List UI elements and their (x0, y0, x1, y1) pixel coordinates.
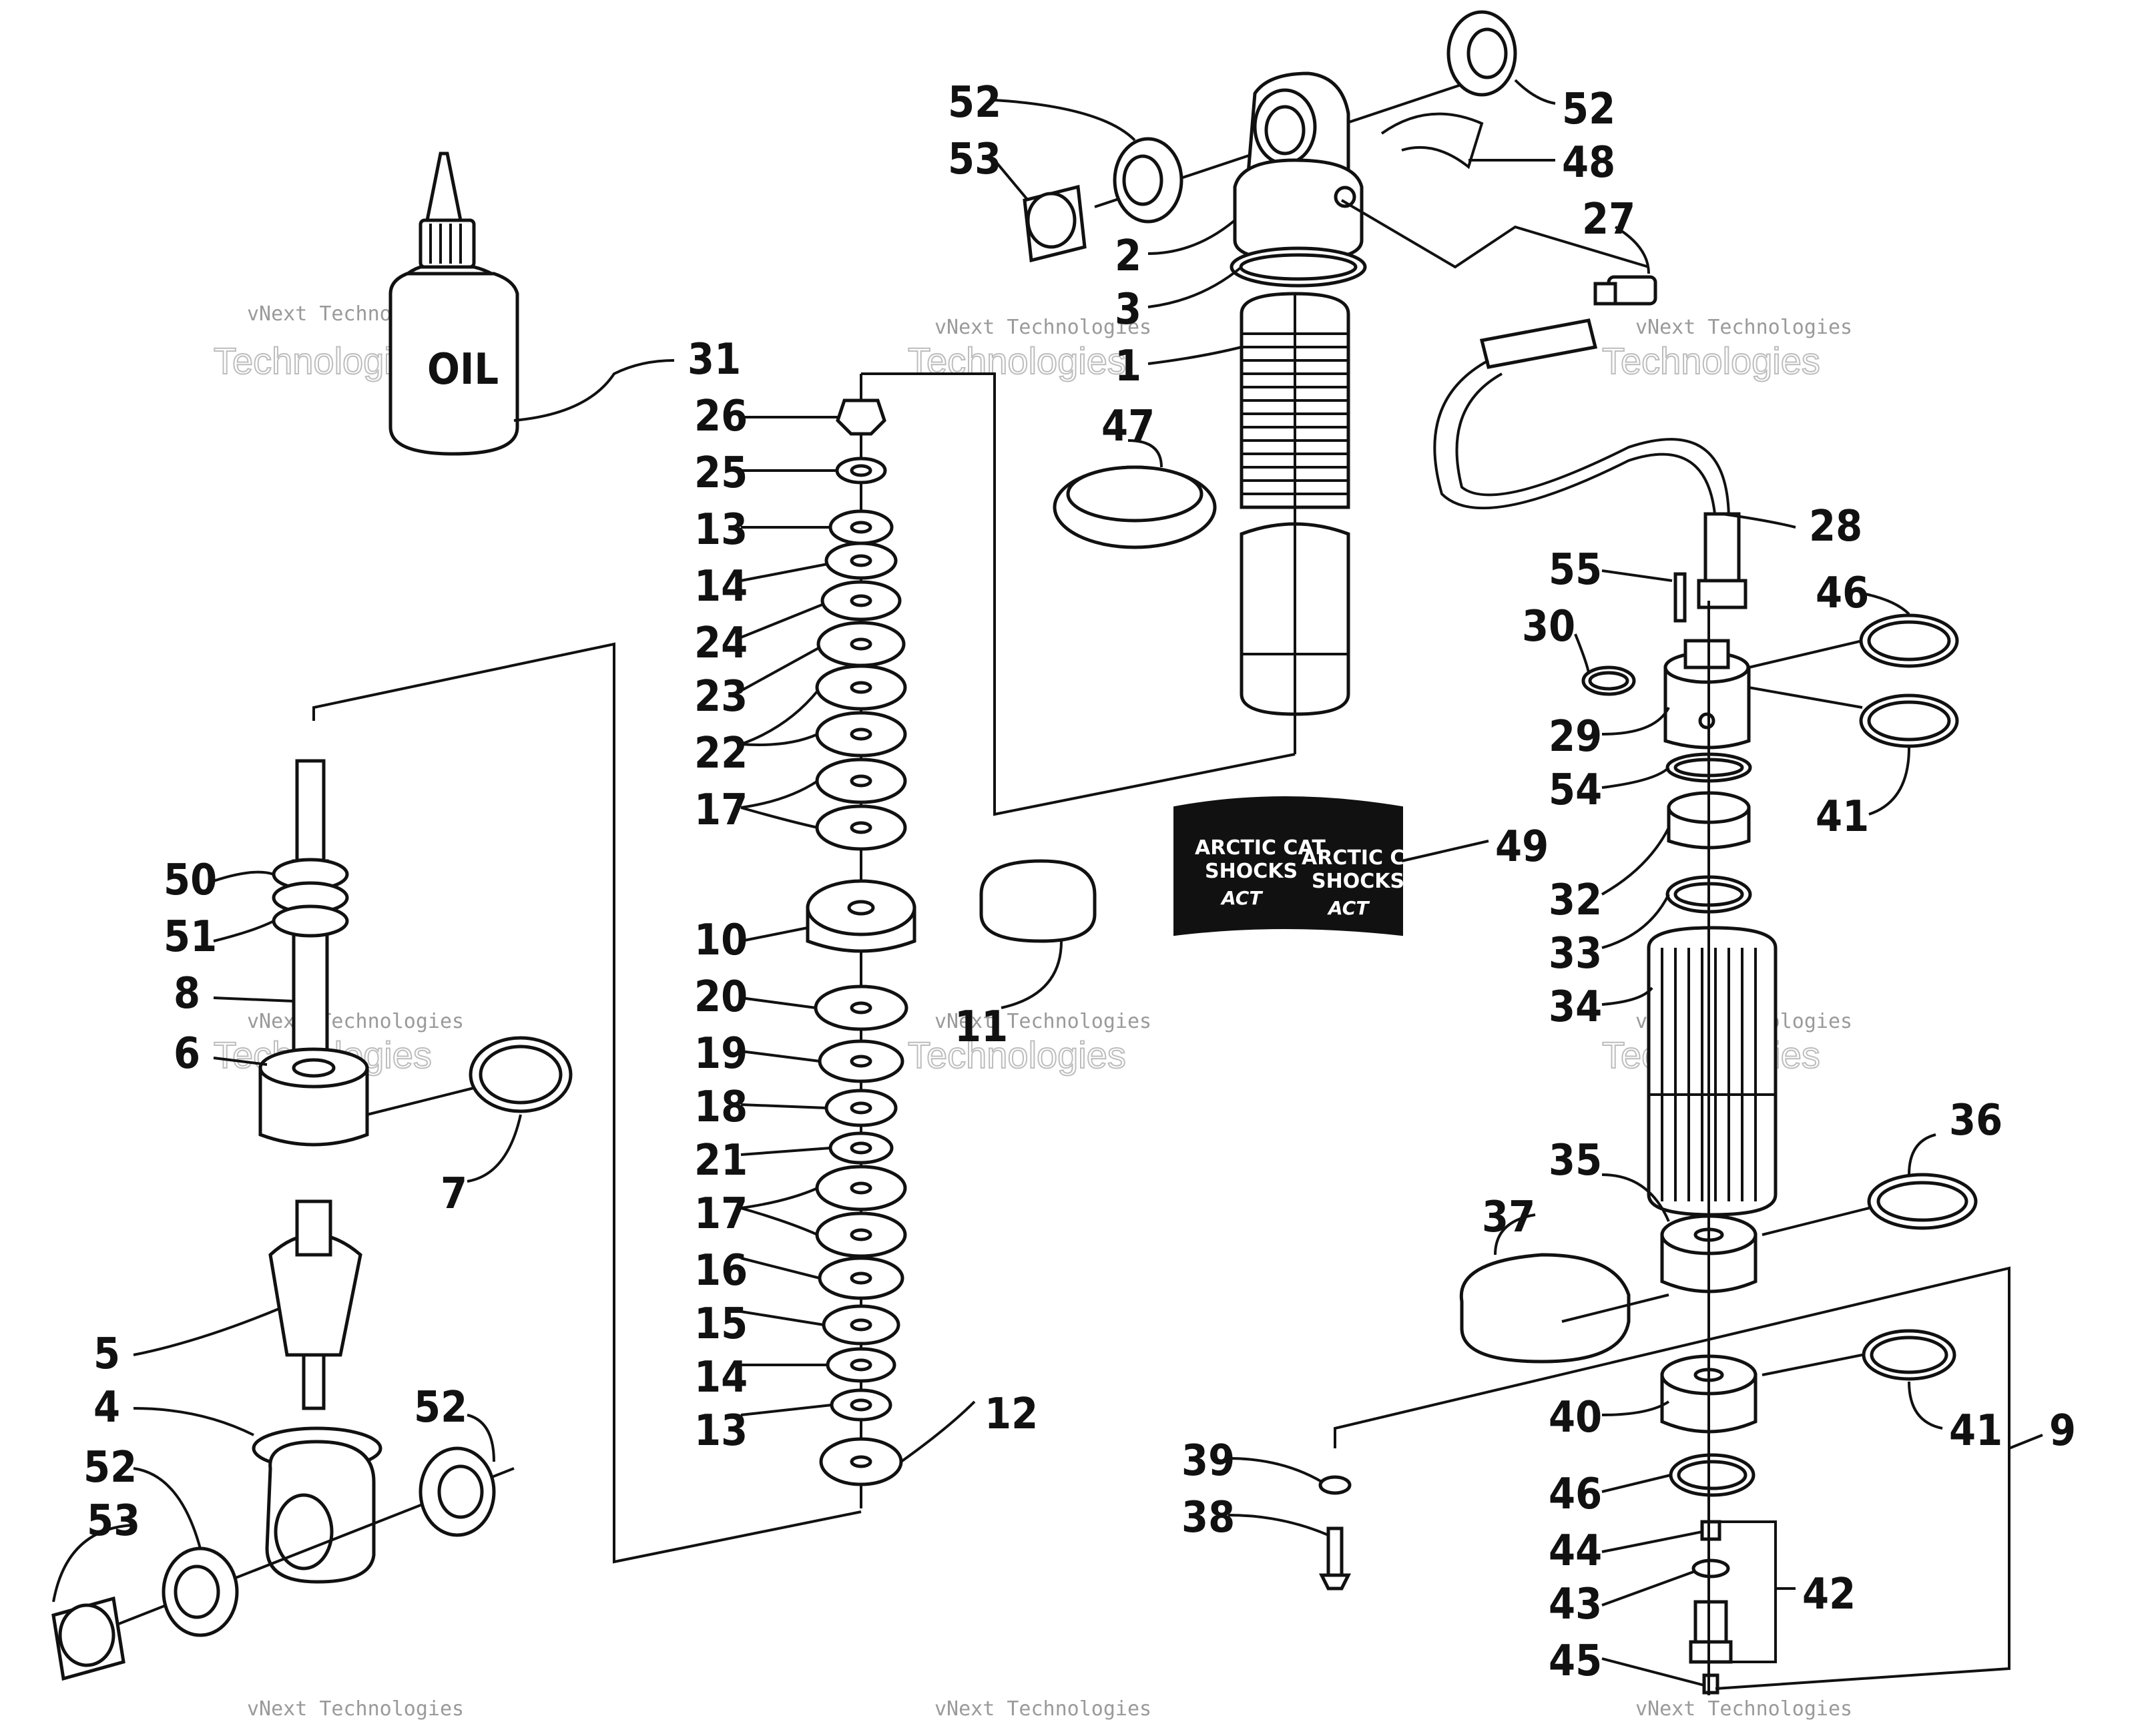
shim-stack (806, 374, 1097, 1508)
watermark-text: Technologies (1602, 340, 1820, 382)
callout-42: 42 (1802, 1570, 1856, 1619)
callout-9: 9 (2049, 1406, 2076, 1456)
watermark-text: vNext Technologies (247, 1697, 464, 1721)
decal-left-logo: ACT (1220, 887, 1263, 909)
reservoir-assembly (1318, 318, 1978, 1695)
callout-41-bottom: 41 (1949, 1406, 2002, 1456)
callout-38: 38 (1181, 1493, 1235, 1542)
callout-7: 7 (441, 1169, 467, 1219)
callout-23: 23 (694, 672, 748, 722)
callout-40: 40 (1549, 1393, 1602, 1442)
decal-right-logo: ACT (1327, 897, 1370, 919)
callout-34: 34 (1549, 982, 1602, 1032)
callout-33: 33 (1549, 929, 1602, 978)
callout-24: 24 (694, 619, 748, 668)
callout-2: 2 (1115, 232, 1141, 281)
decal-right-line2: SHOCKS (1312, 870, 1404, 893)
callout-52-top-right: 52 (1562, 85, 1615, 134)
callout-41-top: 41 (1816, 792, 1869, 842)
callout-31: 31 (688, 335, 741, 384)
callout-43: 43 (1549, 1580, 1602, 1629)
callout-11: 11 (955, 1002, 1008, 1052)
decal-left-line2: SHOCKS (1205, 860, 1298, 883)
callout-19: 19 (694, 1029, 748, 1079)
callout-44: 44 (1549, 1526, 1602, 1576)
callout-51: 51 (164, 912, 217, 962)
callout-45: 45 (1549, 1637, 1602, 1686)
shaft-assembly (51, 642, 862, 1681)
callout-36: 36 (1949, 1096, 2002, 1145)
callout-54: 54 (1549, 766, 1602, 815)
watermark-text: vNext Technologies (247, 1010, 464, 1033)
callout-3: 3 (1115, 285, 1141, 334)
watermark-text: vNext Technologies (934, 1697, 1151, 1721)
callout-17-top: 17 (694, 786, 748, 835)
callout-1: 1 (1115, 342, 1141, 391)
decal-49: ARCTIC CAT SHOCKS ACT ARCTIC CAT SHOCKS … (1173, 796, 1432, 936)
callout-26: 26 (694, 392, 748, 441)
callout-21: 21 (694, 1136, 748, 1185)
bushing-52-top-right (1446, 10, 1517, 97)
callout-52-bottom-right: 52 (414, 1383, 467, 1432)
callout-27: 27 (1582, 195, 1635, 244)
centerlines (861, 294, 2010, 1695)
callout-50: 50 (164, 856, 217, 905)
callout-18: 18 (694, 1083, 748, 1132)
callout-53-top: 53 (948, 135, 1001, 184)
callout-39: 39 (1181, 1436, 1235, 1486)
leader-lines (52, 79, 2043, 1687)
callout-49: 49 (1495, 822, 1549, 872)
watermark-text: Technologies (908, 1034, 1126, 1076)
callout-37: 37 (1482, 1193, 1535, 1242)
watermark-text: vNext Technologies (934, 316, 1151, 339)
callout-22: 22 (694, 729, 748, 778)
callout-35: 35 (1549, 1136, 1602, 1185)
callout-25: 25 (694, 449, 748, 498)
callout-12: 12 (985, 1390, 1038, 1439)
watermark-text: vNext Technologies (934, 1010, 1151, 1033)
watermark-text: vNext Technologies (1635, 1697, 1852, 1721)
callout-4: 4 (93, 1383, 120, 1432)
callout-13-bottom: 13 (694, 1406, 748, 1456)
callout-8: 8 (174, 969, 200, 1019)
callout-14-bottom: 14 (694, 1353, 748, 1402)
callout-47: 47 (1101, 402, 1155, 451)
callout-17-bottom: 17 (694, 1189, 748, 1239)
oil-label: OIL (427, 345, 499, 394)
decal-left-line1: ARCTIC CAT (1195, 836, 1326, 860)
watermark-text: vNext Technologies (1635, 316, 1852, 339)
callout-10: 10 (694, 916, 748, 965)
callout-16: 16 (694, 1246, 748, 1296)
bushing-52-top-left (1113, 137, 1183, 224)
bushing-53-top (1023, 184, 1087, 263)
callout-6: 6 (174, 1029, 200, 1079)
callout-46-bottom: 46 (1549, 1470, 1602, 1519)
callout-55: 55 (1549, 545, 1602, 595)
callout-52-top-left: 52 (948, 78, 1001, 127)
callout-20: 20 (694, 972, 748, 1022)
callout-30: 30 (1522, 602, 1575, 651)
callout-14-top: 14 (694, 562, 748, 611)
callout-48: 48 (1562, 138, 1615, 188)
callout-labels: 52 53 2 3 1 47 52 48 27 31 26 25 13 14 2… (83, 78, 2076, 1686)
callout-52-bottom-left: 52 (83, 1443, 137, 1492)
callout-32: 32 (1549, 876, 1602, 925)
callout-53-bottom: 53 (87, 1496, 140, 1546)
callout-28: 28 (1809, 502, 1862, 551)
callout-29: 29 (1549, 712, 1602, 762)
oil-bottle: OIL (388, 152, 519, 456)
callout-13-top: 13 (694, 505, 748, 555)
callout-46-top: 46 (1816, 569, 1869, 618)
watermark-text: Technologies (908, 340, 1126, 382)
callout-5: 5 (93, 1330, 120, 1379)
callout-15: 15 (694, 1300, 748, 1349)
